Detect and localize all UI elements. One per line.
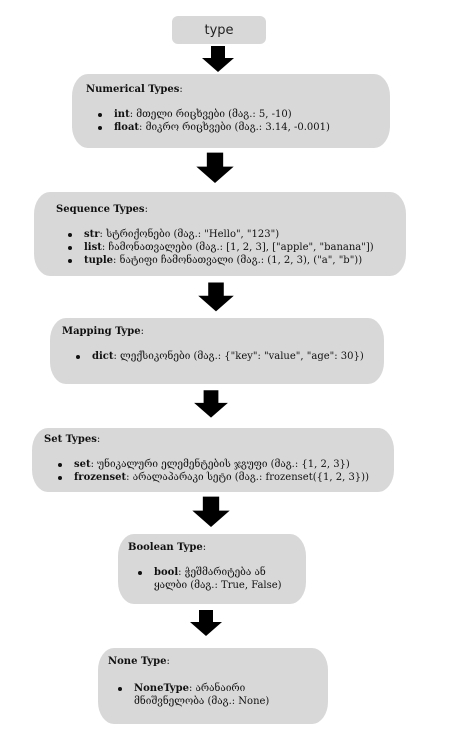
flow-arrow	[198, 282, 234, 312]
set-types-list: set: უნიკალური ელემენტების ჯგუფი (მაგ.: …	[52, 458, 392, 484]
mapping-type-list: dict: ლექსიკონები (მაგ.: {"key": "value"…	[70, 350, 366, 363]
sequence-types-title: Sequence Types:	[56, 204, 148, 215]
numerical-types-list: int: მთელი რიცხვები (მაგ.: 5, -10) float…	[92, 108, 382, 134]
numerical-types-title: Numerical Types:	[86, 84, 183, 95]
none-type-title: None Type:	[108, 656, 170, 667]
set-types-title: Set Types:	[44, 434, 101, 445]
none-type-node: None Type: NoneType: არანაირი მნიშვნელობ…	[98, 648, 328, 724]
boolean-type-list: bool: ჭეშმარიტება ან ყალბი (მაგ.: True, …	[132, 566, 300, 592]
type-node: type	[172, 16, 266, 44]
mapping-type-node: Mapping Type: dict: ლექსიკონები (მაგ.: {…	[50, 318, 384, 384]
list-item: list: ჩამონათვალები (მაგ.: [1, 2, 3], ["…	[62, 241, 402, 254]
list-item: float: მიკრო რიცხვები (მაგ.: 3.14, -0.00…	[92, 121, 382, 134]
numerical-types-node: Numerical Types: int: მთელი რიცხვები (მა…	[72, 74, 390, 148]
list-item: int: მთელი რიცხვები (მაგ.: 5, -10)	[92, 108, 382, 121]
list-item: frozenset: არალაპარაკი სეტი (მაგ.: froze…	[52, 471, 392, 484]
list-item: str: სტრიქონები (მაგ.: "Hello", "123")	[62, 228, 402, 241]
flow-arrow	[196, 152, 234, 183]
sequence-types-node: Sequence Types: str: სტრიქონები (მაგ.: "…	[34, 192, 406, 276]
type-node-label: type	[204, 22, 234, 38]
none-type-list: NoneType: არანაირი მნიშვნელობა (მაგ.: No…	[112, 682, 308, 708]
list-item: dict: ლექსიკონები (მაგ.: {"key": "value"…	[70, 350, 366, 363]
mapping-type-title: Mapping Type:	[62, 326, 144, 337]
flow-arrow	[194, 390, 228, 418]
list-item: tuple: ნატიფი ჩამონათვალი (მაგ.: (1, 2, …	[62, 254, 402, 267]
list-item: NoneType: არანაირი მნიშვნელობა (მაგ.: No…	[112, 682, 308, 708]
list-item: bool: ჭეშმარიტება ან ყალბი (მაგ.: True, …	[132, 566, 300, 592]
flow-arrow	[192, 496, 230, 527]
flow-arrow	[202, 46, 234, 72]
boolean-type-title: Boolean Type:	[128, 542, 207, 553]
boolean-type-node: Boolean Type: bool: ჭეშმარიტება ან ყალბი…	[118, 534, 306, 604]
list-item: set: უნიკალური ელემენტების ჯგუფი (მაგ.: …	[52, 458, 392, 471]
sequence-types-list: str: სტრიქონები (მაგ.: "Hello", "123") l…	[62, 228, 402, 267]
flow-arrow	[190, 610, 222, 636]
set-types-node: Set Types: set: უნიკალური ელემენტების ჯგ…	[32, 428, 394, 492]
